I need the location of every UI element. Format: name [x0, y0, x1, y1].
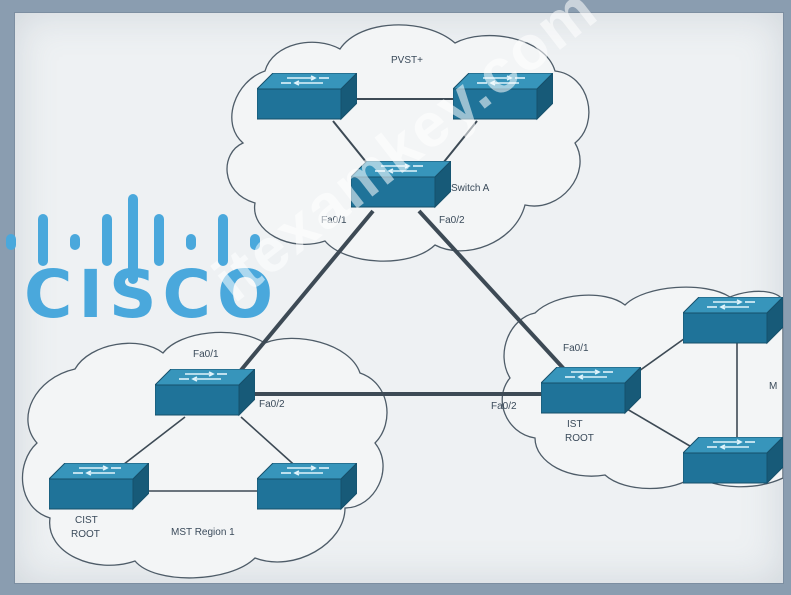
port-left-top: Fa0/1	[193, 349, 219, 360]
link-left-to-cist	[114, 416, 186, 472]
port-right-left: Fa0/2	[491, 401, 517, 412]
cloud-label-pvst: PVST+	[391, 55, 423, 66]
cloud-label-right-region: M	[769, 381, 777, 392]
link-a-to-ist	[417, 209, 577, 383]
cist-root-label-2: ROOT	[71, 529, 100, 540]
cisco-logo-icon	[6, 194, 260, 284]
cloud-label-mst-region: MST Region 1	[171, 527, 235, 538]
cisco-logo-text: CISCO	[24, 256, 280, 333]
diagram-paper: PVST+ Switch A Fa0/1 Fa0/2 Fa0/1 Fa0/2 F…	[14, 12, 784, 584]
port-right-top: Fa0/1	[563, 343, 589, 354]
switch-cist-root	[49, 463, 149, 510]
ist-root-label-2: ROOT	[565, 433, 594, 444]
link-ist-to-rightbottom	[626, 408, 696, 450]
link-left-to-bottomright	[240, 416, 302, 472]
switch-a-label: Switch A	[451, 183, 490, 194]
ist-root-label-1: IST	[567, 419, 583, 430]
switch-right-top	[683, 297, 783, 344]
link-a-to-left	[235, 209, 375, 377]
switch-pvst-left	[257, 73, 357, 120]
links	[114, 98, 738, 492]
port-switch-a-right: Fa0/2	[439, 215, 465, 226]
network-diagram: PVST+ Switch A Fa0/1 Fa0/2 Fa0/1 Fa0/2 F…	[21, 24, 784, 579]
cist-root-label-1: CIST	[75, 515, 98, 526]
switch-mst-bottomright	[257, 463, 357, 510]
port-left-right: Fa0/2	[259, 399, 285, 410]
switch-mst-left	[155, 369, 255, 416]
switch-right-bottom	[683, 437, 783, 484]
port-switch-a-left: Fa0/1	[321, 215, 347, 226]
switch-ist-root	[541, 367, 641, 414]
